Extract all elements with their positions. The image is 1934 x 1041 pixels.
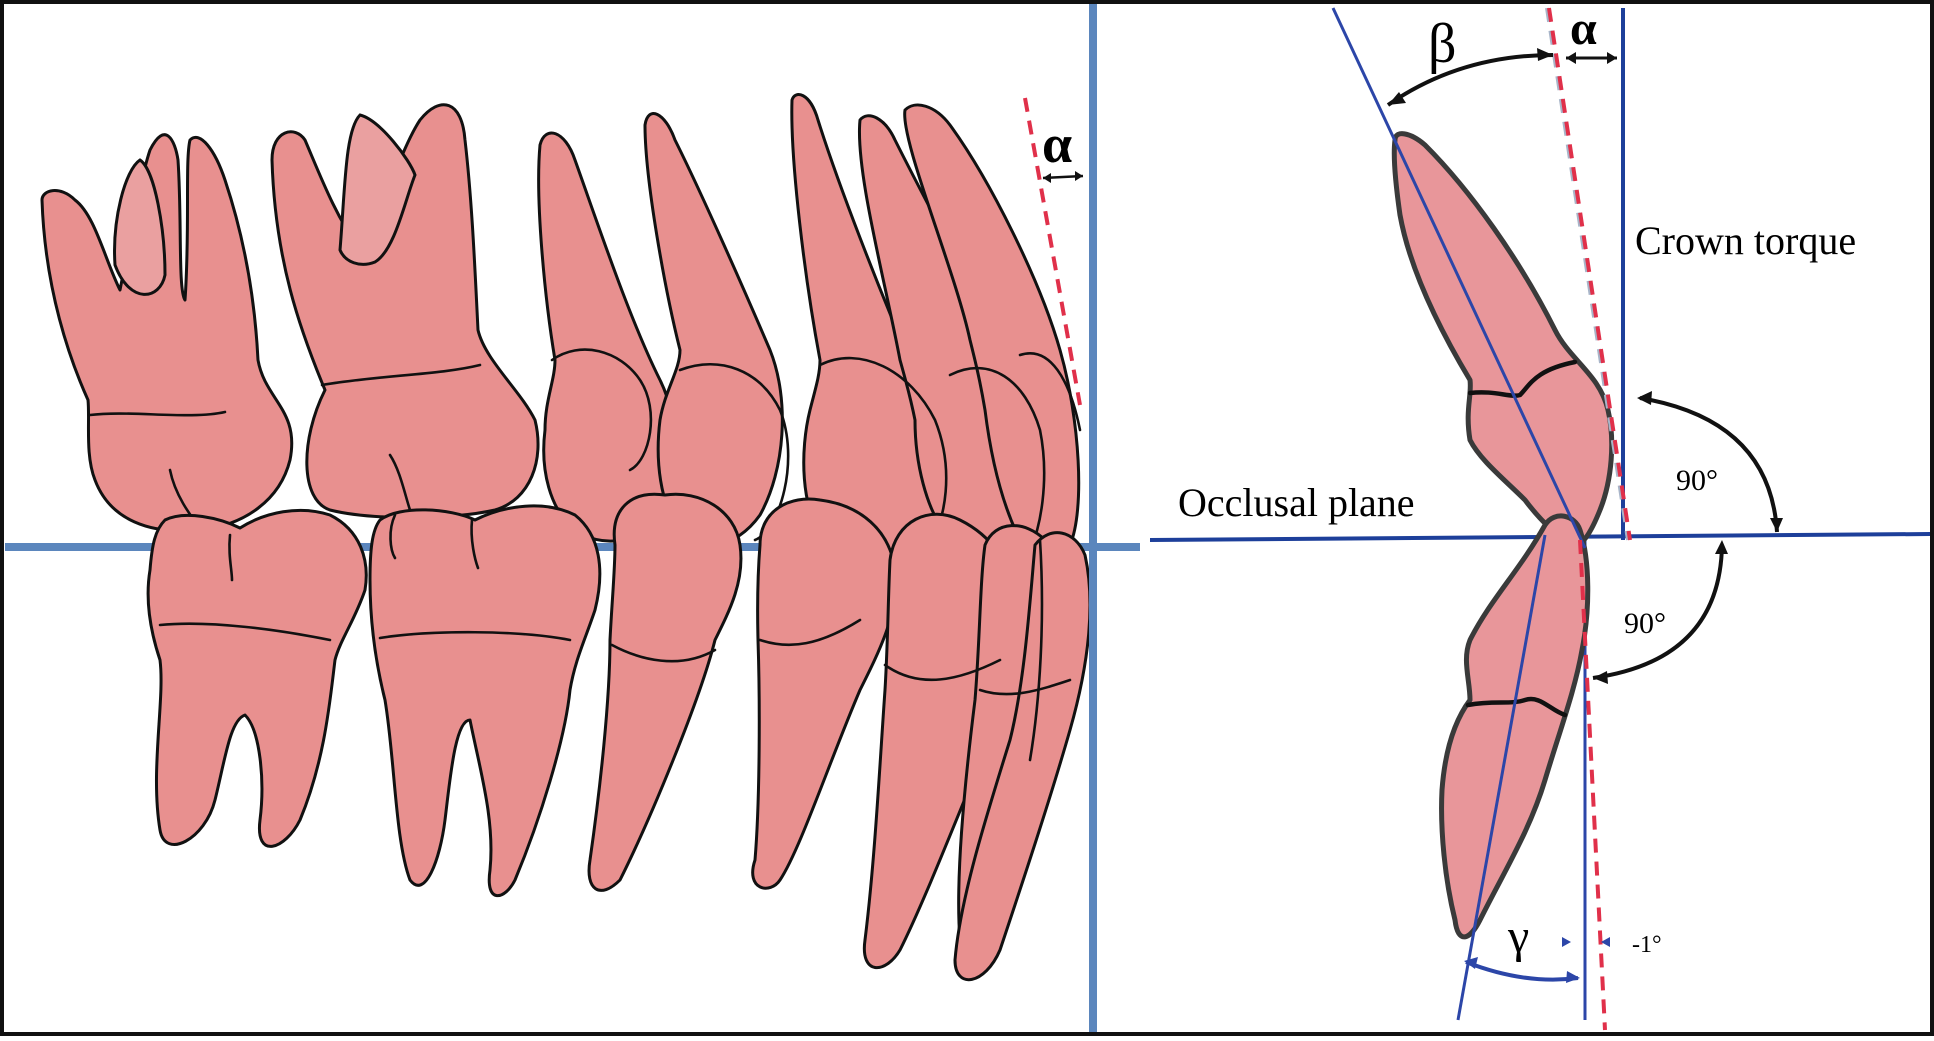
upper-molar-1-cej (88, 410, 227, 417)
gamma-label: γ (1507, 910, 1529, 963)
lower-right-angle-arc (1592, 544, 1724, 680)
upper-molar-2-cej (320, 363, 482, 387)
lower-molar-1-groove (228, 533, 234, 582)
upper-molar-2-groove (388, 453, 412, 512)
lower-right-angle-label: 90° (1624, 607, 1666, 640)
upper-lateral-incisor-crown (948, 366, 1046, 552)
left-alpha-label: α (1042, 114, 1072, 174)
lower-canine-cej (883, 658, 1002, 682)
lower-incisor-divider (1028, 538, 1044, 762)
right-panel: β α Crown torque Occlusal plane 90° 90° … (1149, 2, 1931, 1031)
left-panel: α (5, 4, 1140, 1032)
left-alpha-arrowheads (1043, 171, 1083, 183)
right-alpha-label: α (1570, 2, 1597, 55)
upper-molar-2-palatal-root (338, 113, 417, 266)
lower-incisor-cej (978, 678, 1072, 696)
upper-molar-1-palatal-root (113, 158, 167, 296)
crown-torque-label: Crown torque (1635, 218, 1856, 263)
lower-incisor-long-axis (1456, 534, 1547, 1021)
upper-central-incisor (903, 103, 1081, 556)
beta-label: β (1428, 13, 1457, 75)
upper-right-angle-label: 90° (1676, 464, 1718, 497)
upper-incisor-cej (1467, 359, 1578, 398)
left-alpha-dashed-axis (1023, 97, 1082, 406)
lower-molar-2-groove (389, 513, 480, 570)
lower-molar-1-cej (158, 622, 332, 642)
lower-premolar-1 (587, 492, 743, 892)
upper-premolar-1-crown (550, 348, 653, 472)
gamma-arc-arrowheads (1464, 957, 1580, 983)
upper-central-incisor-crown (1018, 352, 1082, 432)
lower-incisor-profile (1439, 513, 1591, 940)
lower-molar-2 (368, 504, 602, 898)
lower-premolar-2-cej (758, 618, 862, 647)
upper-crown-tangent-red (1547, 7, 1632, 541)
beta-arc (1386, 53, 1554, 107)
lower-premolar-1-cej (610, 643, 717, 663)
occlusal-plane-label: Occlusal plane (1178, 480, 1415, 525)
lower-premolar-2 (751, 497, 898, 890)
upper-premolar-2 (643, 112, 784, 546)
offset-label: -1° (1632, 932, 1662, 958)
lower-crown-tangent-red (1578, 539, 1607, 1031)
lower-molar-2-cej (378, 630, 572, 642)
upper-right-angle-arc (1639, 396, 1779, 533)
upper-incisor-long-axis (1331, 7, 1587, 549)
lower-molar-1 (146, 508, 368, 848)
lower-incisor-cej (1465, 696, 1568, 718)
